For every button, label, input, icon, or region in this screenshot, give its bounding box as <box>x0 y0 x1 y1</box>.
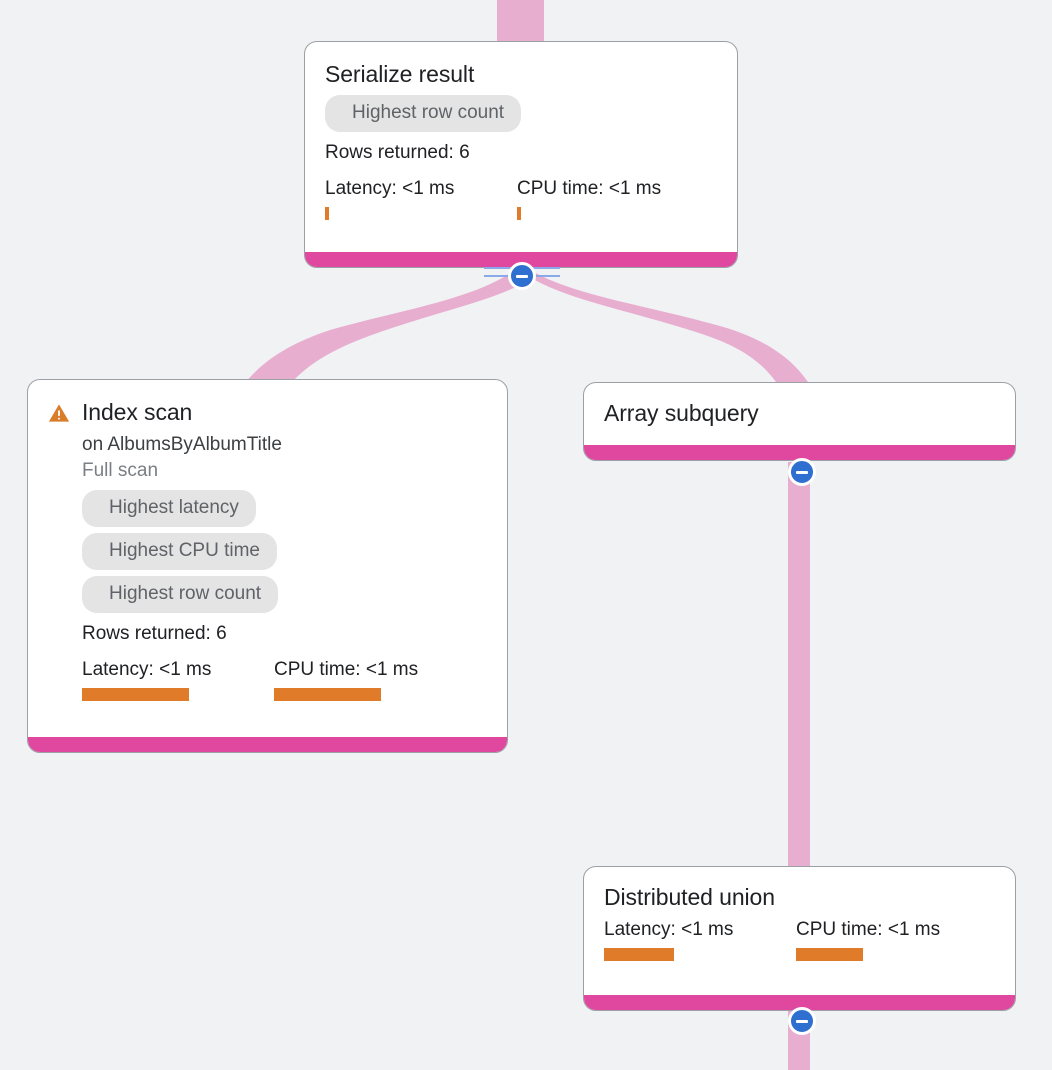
metric-latency-bar <box>325 207 329 220</box>
rows-returned: Rows returned: 6 <box>325 142 470 163</box>
node-footer-bar <box>584 445 1015 460</box>
node-distributed-union[interactable]: Distributed union Latency: <1 ms CPU tim… <box>583 866 1016 1011</box>
minus-circle-icon <box>796 470 808 474</box>
node-subtitle: on AlbumsByAlbumTitle <box>82 434 282 455</box>
node-title: Array subquery <box>604 400 759 426</box>
minus-circle-icon <box>796 1019 808 1023</box>
metric-cpu-time-bar <box>274 688 381 701</box>
node-body: Array subquery <box>584 383 1015 445</box>
badge-highest-row-count: Highest row count <box>325 95 522 132</box>
metric-cpu-time-bar <box>517 207 521 220</box>
metric-cpu-time-bar <box>796 948 863 961</box>
node-scan-type: Full scan <box>82 460 159 481</box>
badge-highest-cpu-time: Highest CPU time <box>82 533 277 570</box>
metric-cpu-time-label: CPU time: <1 ms <box>274 659 419 680</box>
edge-into-serialize-result <box>497 0 544 44</box>
node-body: Index scan on AlbumsByAlbumTitle Full sc… <box>28 380 507 737</box>
node-serialize-result[interactable]: Serialize result Highest row count Rows … <box>304 41 738 268</box>
badge-highest-row-count: Highest row count <box>82 576 279 613</box>
metric-cpu-time-label: CPU time: <1 ms <box>517 178 662 199</box>
node-title: Serialize result <box>325 61 475 87</box>
node-footer-bar <box>584 995 1015 1010</box>
metric-latency: Latency: <1 ms <box>604 919 796 961</box>
metric-latency: Latency: <1 ms <box>325 178 517 220</box>
collapse-serialize-result-button[interactable] <box>508 262 536 290</box>
collapse-distributed-union-button[interactable] <box>788 1007 816 1035</box>
edge-array-subquery-to-distributed-union <box>788 462 810 872</box>
node-badges: Highest row count <box>325 95 717 132</box>
node-header: Array subquery <box>604 399 995 427</box>
metric-cpu-time: CPU time: <1 ms <box>796 919 940 961</box>
metric-latency-bar <box>82 688 189 701</box>
node-body: Distributed union Latency: <1 ms CPU tim… <box>584 867 1015 995</box>
node-body: Serialize result Highest row count Rows … <box>305 42 737 252</box>
node-detail-group: on AlbumsByAlbumTitle Full scan Highest … <box>48 432 487 701</box>
collapse-array-subquery-button[interactable] <box>788 458 816 486</box>
node-header: Index scan <box>48 398 487 426</box>
node-array-subquery[interactable]: Array subquery <box>583 382 1016 461</box>
metric-latency-label: Latency: <1 ms <box>82 659 212 680</box>
node-title: Distributed union <box>604 884 775 910</box>
edge-serialize-to-array-subquery <box>528 272 808 382</box>
node-metrics: Latency: <1 ms CPU time: <1 ms <box>82 659 487 701</box>
edge-serialize-to-index-scan <box>246 272 538 382</box>
metric-latency: Latency: <1 ms <box>82 659 274 701</box>
node-footer-bar <box>305 252 737 267</box>
metric-cpu-time-label: CPU time: <1 ms <box>796 919 941 940</box>
node-header: Serialize result <box>325 60 717 88</box>
warning-triangle-icon <box>48 404 70 422</box>
metric-latency-label: Latency: <1 ms <box>325 178 455 199</box>
metric-cpu-time: CPU time: <1 ms <box>274 659 418 701</box>
metric-latency-label: Latency: <1 ms <box>604 919 734 940</box>
metric-cpu-time: CPU time: <1 ms <box>517 178 661 220</box>
metric-latency-bar <box>604 948 674 961</box>
rows-returned: Rows returned: 6 <box>82 623 227 644</box>
node-badges: Highest latency Highest CPU time Highest… <box>82 490 487 613</box>
node-header: Distributed union <box>604 883 995 911</box>
node-index-scan[interactable]: Index scan on AlbumsByAlbumTitle Full sc… <box>27 379 508 753</box>
node-title: Index scan <box>82 399 193 425</box>
minus-circle-icon <box>516 274 528 278</box>
node-metrics: Latency: <1 ms CPU time: <1 ms <box>325 178 717 220</box>
badge-highest-latency: Highest latency <box>82 490 256 527</box>
node-metrics: Latency: <1 ms CPU time: <1 ms <box>604 919 995 961</box>
node-footer-bar <box>28 737 507 752</box>
